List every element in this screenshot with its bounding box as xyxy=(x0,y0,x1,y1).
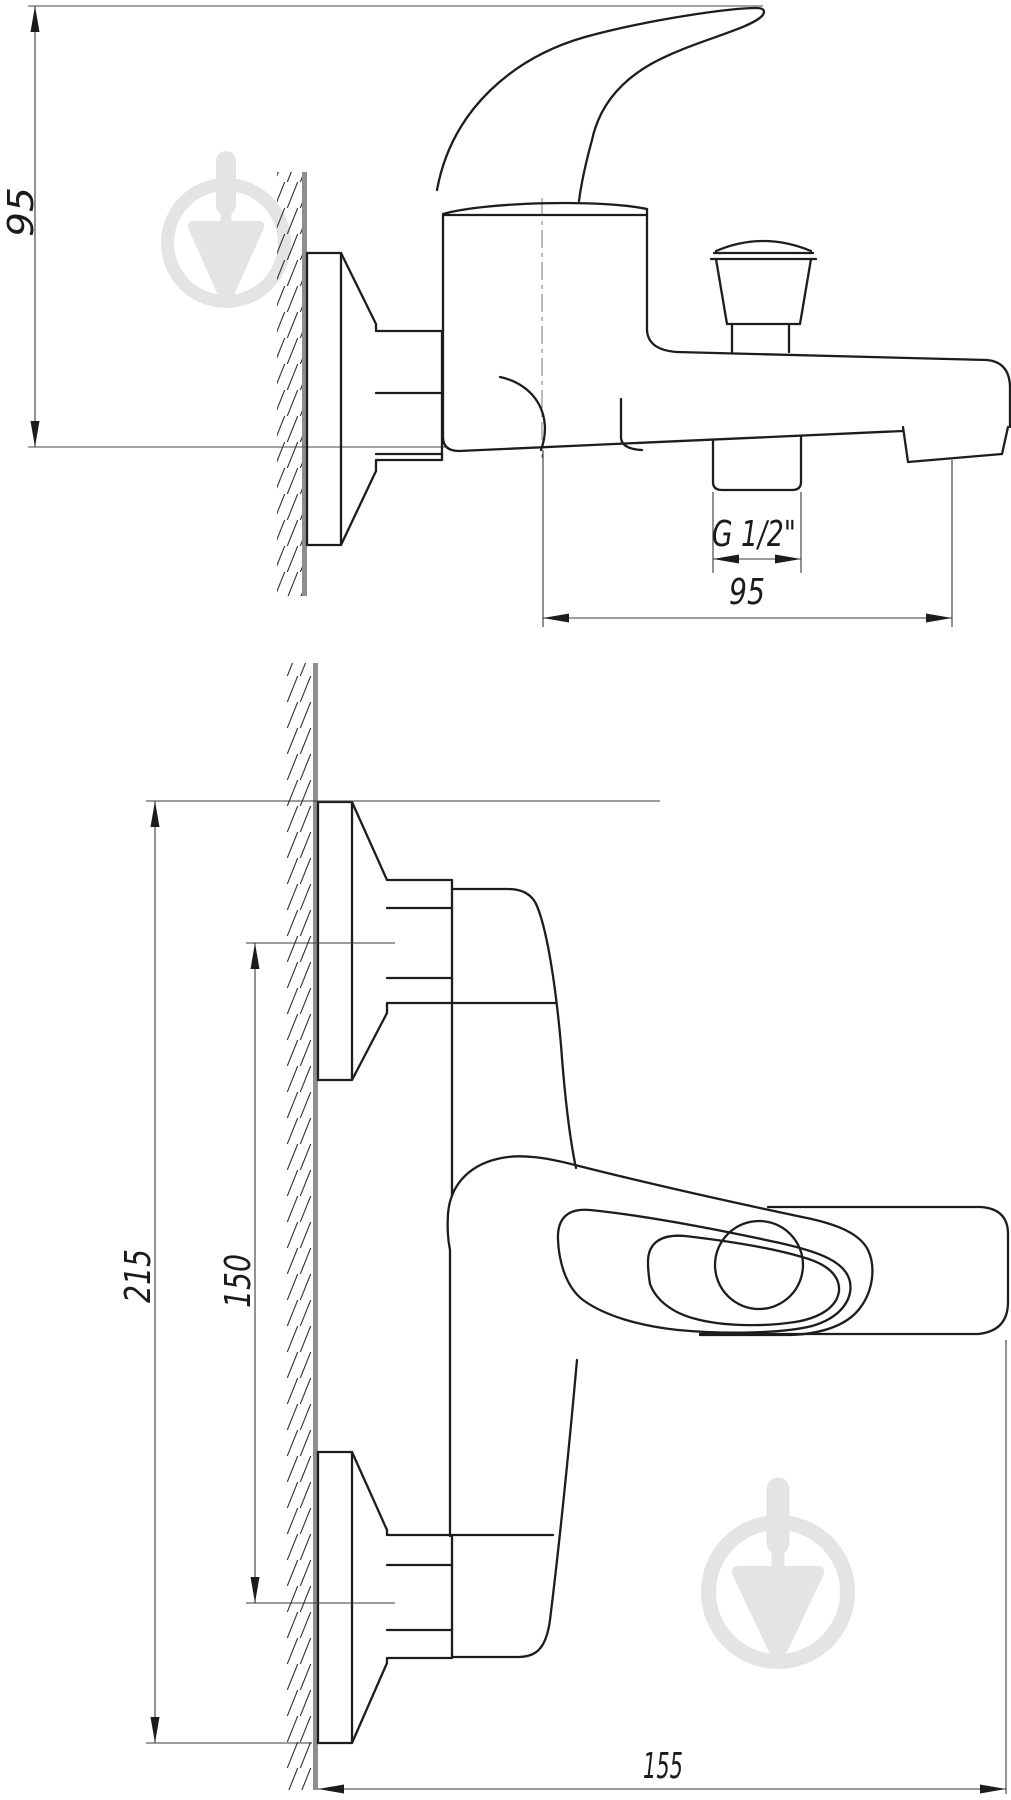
handle-left-edge xyxy=(446,1212,452,1252)
aerator xyxy=(901,425,1010,464)
lower-escutcheon xyxy=(316,1450,454,1745)
diverter-knob-stem xyxy=(730,322,791,354)
watermark-trowel-icon xyxy=(701,1477,855,1669)
front-view xyxy=(287,663,1010,1790)
wall-hatch xyxy=(287,663,313,1790)
body-right-edge-lower xyxy=(450,1358,579,1659)
dim-mount-spacing-label: 150 xyxy=(218,1254,259,1308)
side-view xyxy=(28,5,1011,596)
spout-bottom-edge xyxy=(457,429,905,453)
arrow-left-icon xyxy=(543,613,569,623)
escutcheon xyxy=(305,251,444,547)
dim-thread-label: G 1/2" xyxy=(712,514,796,555)
front-view-dimensions: 215 150 155 xyxy=(118,800,1007,1794)
arrow-down-icon xyxy=(30,421,40,447)
body-boss-arc xyxy=(498,375,546,452)
watermark-blade xyxy=(731,1566,825,1658)
upper-escutcheon xyxy=(316,800,454,1082)
dim-side-reach-label: 95 xyxy=(729,572,765,613)
arrow-right-icon xyxy=(926,613,952,623)
body-boss-edge xyxy=(619,397,644,452)
arrow-right-icon xyxy=(980,1784,1006,1794)
watermark-blade xyxy=(187,221,265,301)
lever-handle xyxy=(435,6,766,203)
cartridge-cap-circle xyxy=(713,1219,805,1311)
handle-grip-loop xyxy=(646,1234,841,1327)
arrow-up-icon xyxy=(30,6,40,32)
shower-outlet-thread xyxy=(711,434,803,492)
arrow-right-icon xyxy=(775,554,801,564)
arrow-down-icon xyxy=(150,1717,160,1743)
spout-front xyxy=(698,1205,1010,1336)
upper-connection-and-body-right xyxy=(450,887,578,1170)
arrow-down-icon xyxy=(250,1577,260,1603)
diverter-knob-top xyxy=(714,239,813,253)
arrow-left-icon xyxy=(713,554,739,564)
wall-face xyxy=(313,663,318,1790)
dim-front-reach-label: 155 xyxy=(643,1746,683,1787)
dim-front-height-label: 215 xyxy=(118,1249,159,1303)
wall-hatch xyxy=(277,172,303,596)
cartridge-dome xyxy=(441,201,649,216)
dim-side-height-label: 95 xyxy=(1,187,42,237)
diverter-knob-body xyxy=(714,257,813,326)
arrow-up-icon xyxy=(150,801,160,827)
watermark-trowel-icon xyxy=(161,151,291,308)
wall-face xyxy=(302,172,307,596)
spout-top-edge xyxy=(675,350,1011,429)
arrow-left-icon xyxy=(318,1784,344,1794)
body-left-edge xyxy=(441,213,461,453)
arrow-up-icon xyxy=(250,943,260,969)
side-view-dimensions: 95 G 1/2" 95 xyxy=(1,6,953,627)
handle-outer-outline xyxy=(446,1155,874,1337)
body-right-edge xyxy=(645,207,679,354)
handle-face-loop xyxy=(556,1208,852,1334)
